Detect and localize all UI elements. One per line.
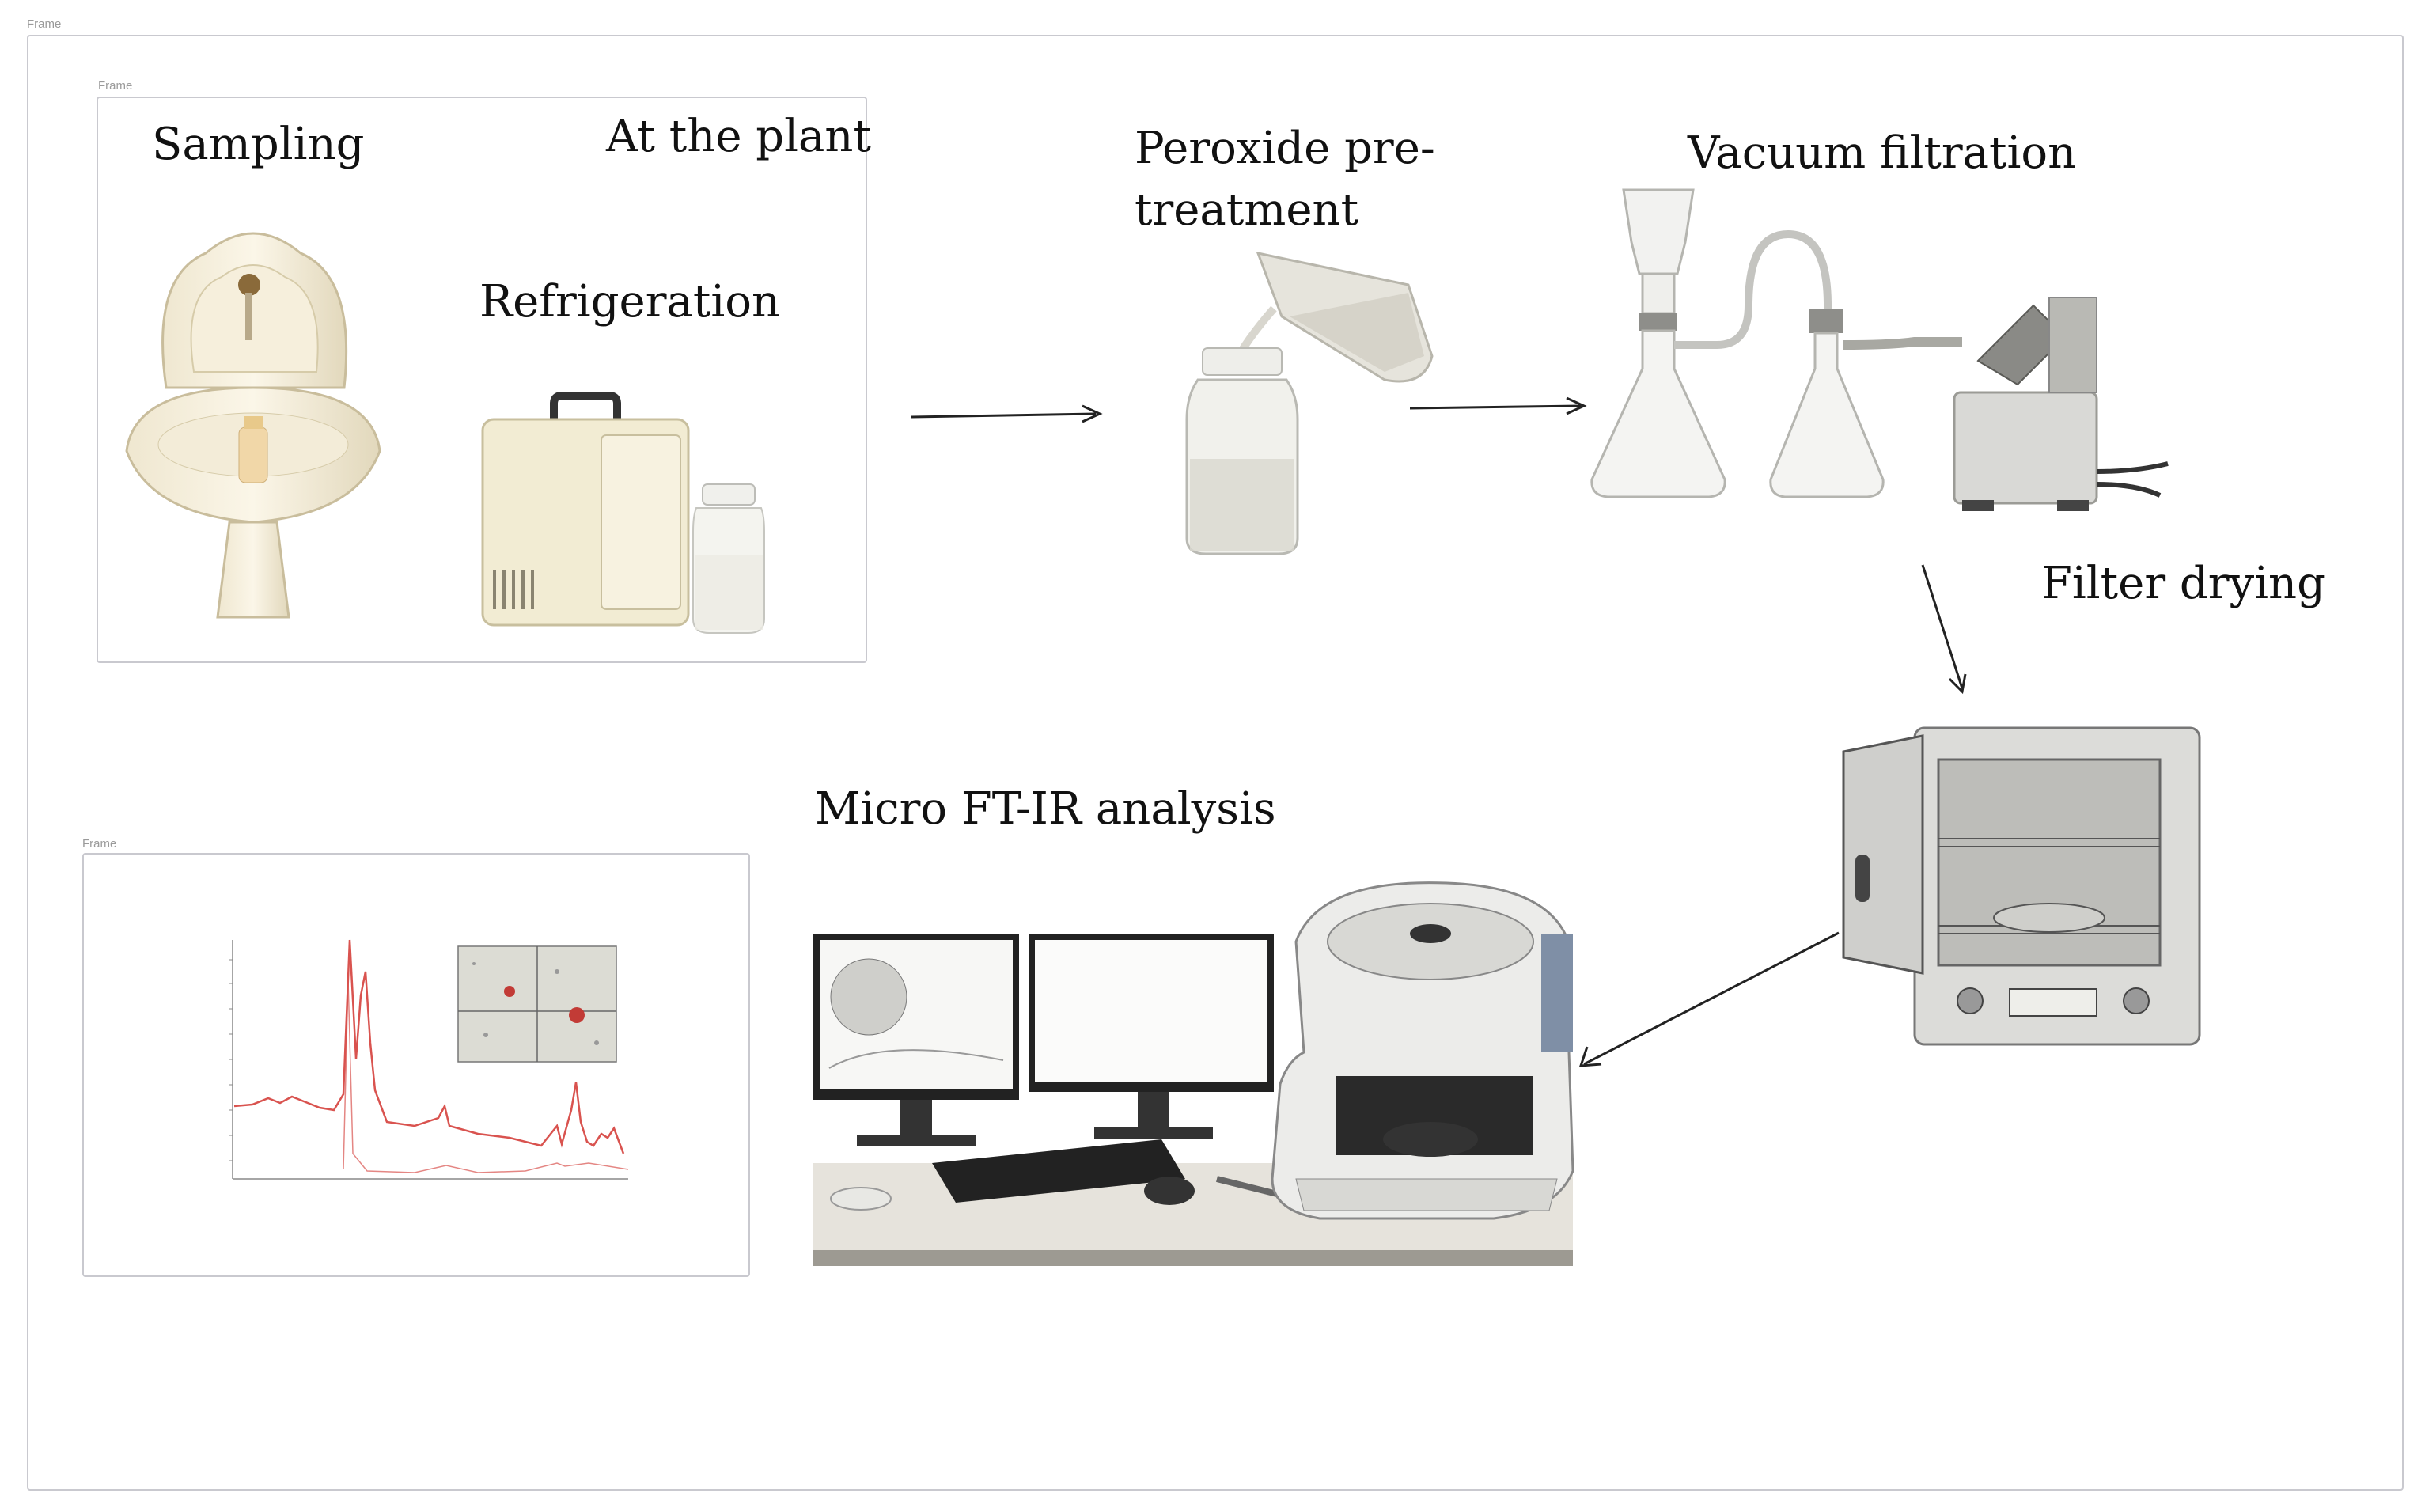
label-vacuum-filtration: Vacuum filtration — [1688, 127, 2077, 179]
label-at-the-plant: At the plant — [606, 111, 871, 162]
peroxide-pouring-illustration — [1185, 251, 1434, 555]
label-peroxide-line2: treatment — [1135, 184, 1359, 236]
outer-frame-tag: Frame — [27, 17, 62, 31]
wall-sink-illustration — [125, 232, 381, 619]
arrow-peroxide-to-vacuum — [1409, 396, 1587, 415]
spectrum-frame-tag: Frame — [82, 837, 117, 851]
sample-jar-illustration — [692, 483, 765, 634]
drying-oven-illustration — [1842, 726, 2201, 1046]
label-filter-drying: Filter drying — [2041, 558, 2325, 609]
sampling-frame-tag: Frame — [98, 79, 133, 93]
arrow-vacuum-to-drying — [1921, 564, 1967, 695]
arrow-drying-to-ftir — [1578, 931, 1840, 1067]
label-peroxide-line1: Peroxide pre- — [1135, 123, 1435, 174]
label-micro-ftir: Micro FT-IR analysis — [815, 783, 1276, 835]
arrow-sampling-to-peroxide — [911, 404, 1103, 423]
spectrum-frame — [82, 853, 750, 1277]
ftir-spectrum-plot — [229, 939, 629, 1180]
refrigerator-illustration — [481, 392, 690, 627]
label-refrigeration: Refrigeration — [479, 276, 781, 328]
vacuum-filtration-illustration — [1590, 188, 2169, 511]
label-sampling: Sampling — [152, 119, 365, 170]
ftir-workstation-illustration — [813, 881, 1574, 1266]
